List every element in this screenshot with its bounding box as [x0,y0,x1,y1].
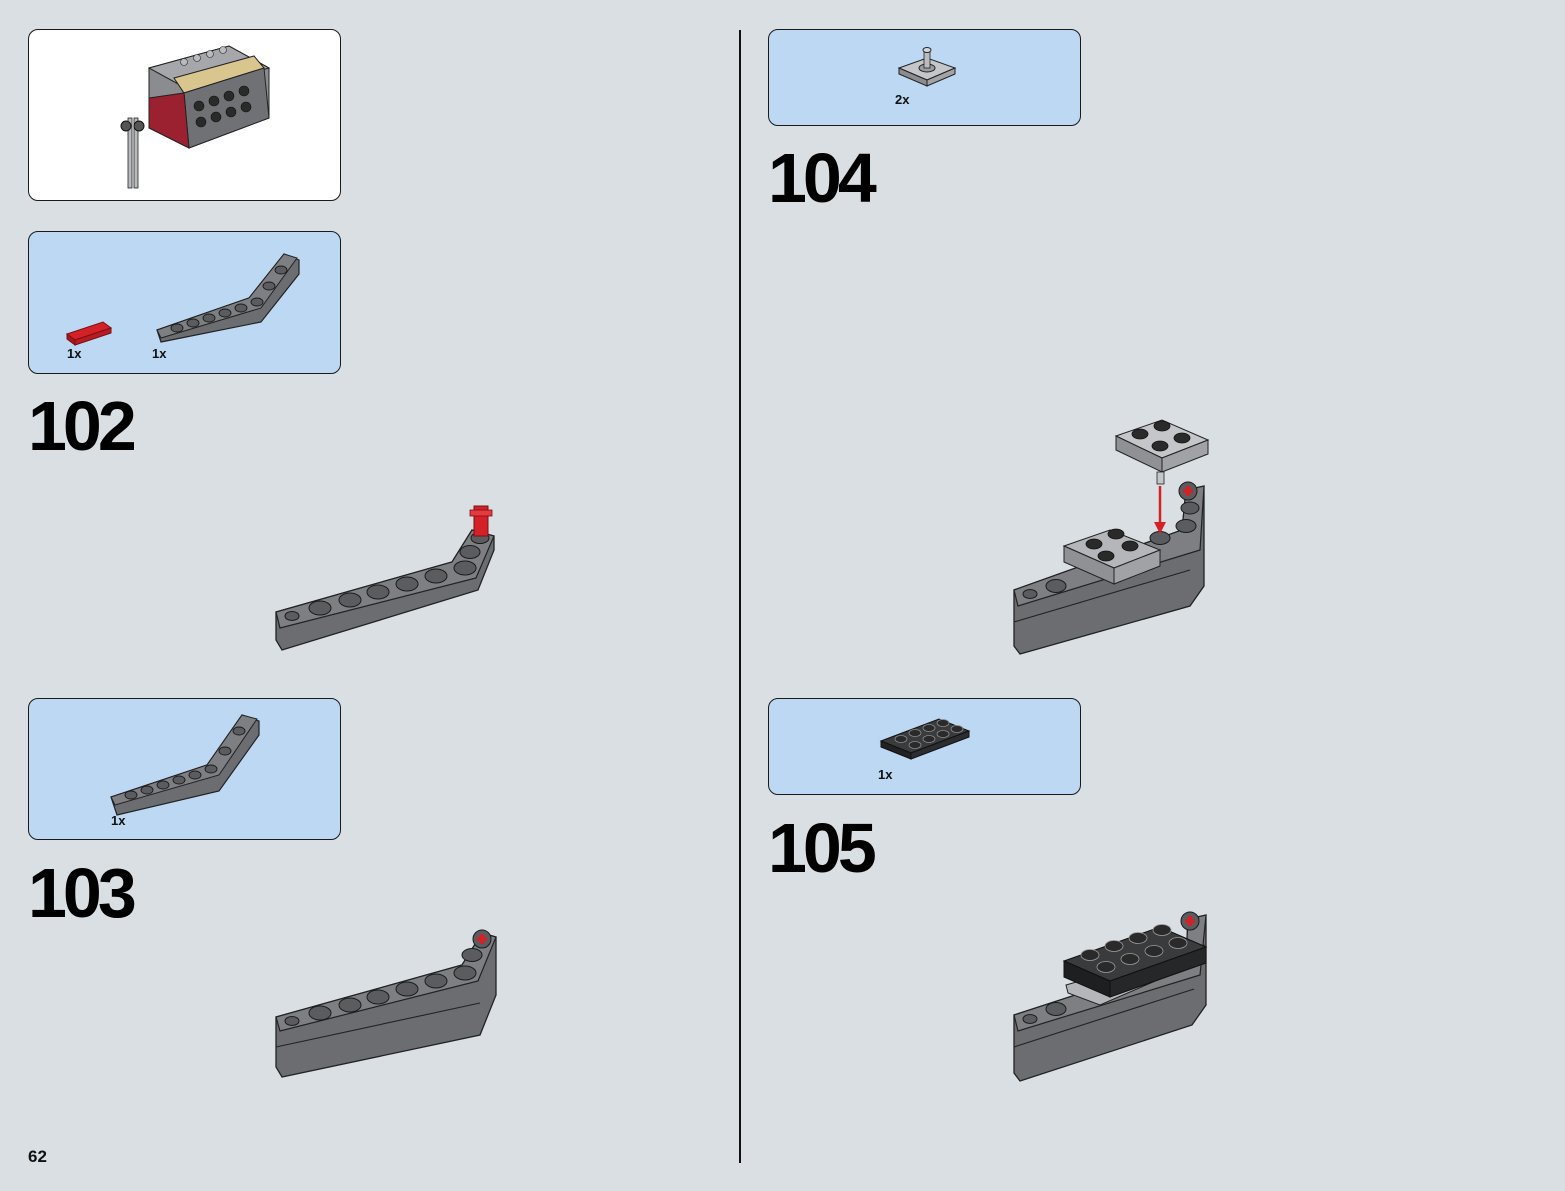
step-103-assembly [275,929,497,1078]
step-105-parts-box: 1x [768,698,1081,795]
step-103-part-1-qty: 1x [111,813,126,828]
step-102-part-2-qty: 1x [152,346,167,361]
step-102-part-1-qty: 1x [67,346,82,361]
step-103-parts-box: 1x [28,698,341,840]
step-102-assembly [275,505,495,651]
red-pin-icon [65,321,113,346]
step-102-number: 102 [28,387,137,465]
page-divider [739,30,741,1163]
step-102-parts-box: 1x 1x [28,231,341,374]
step-105-assembly [1013,911,1208,1082]
step-105-part-1-qty: 1x [878,767,893,782]
plate-with-pin-icon [897,47,957,87]
submodel-preview-box [28,29,341,201]
submodel-assembly-icon [120,45,271,189]
page-number: 62 [28,1147,47,1166]
step-103-number: 103 [28,854,137,932]
black-plate-2x4-icon [879,718,971,760]
bent-beam-icon [156,253,300,343]
step-104-assembly [1013,419,1210,655]
bent-beam-icon [110,714,260,816]
step-105-number: 105 [768,809,877,887]
step-104-parts-box: 2x [768,29,1081,126]
step-104-part-1-qty: 2x [895,92,910,107]
step-104-number: 104 [768,139,877,217]
